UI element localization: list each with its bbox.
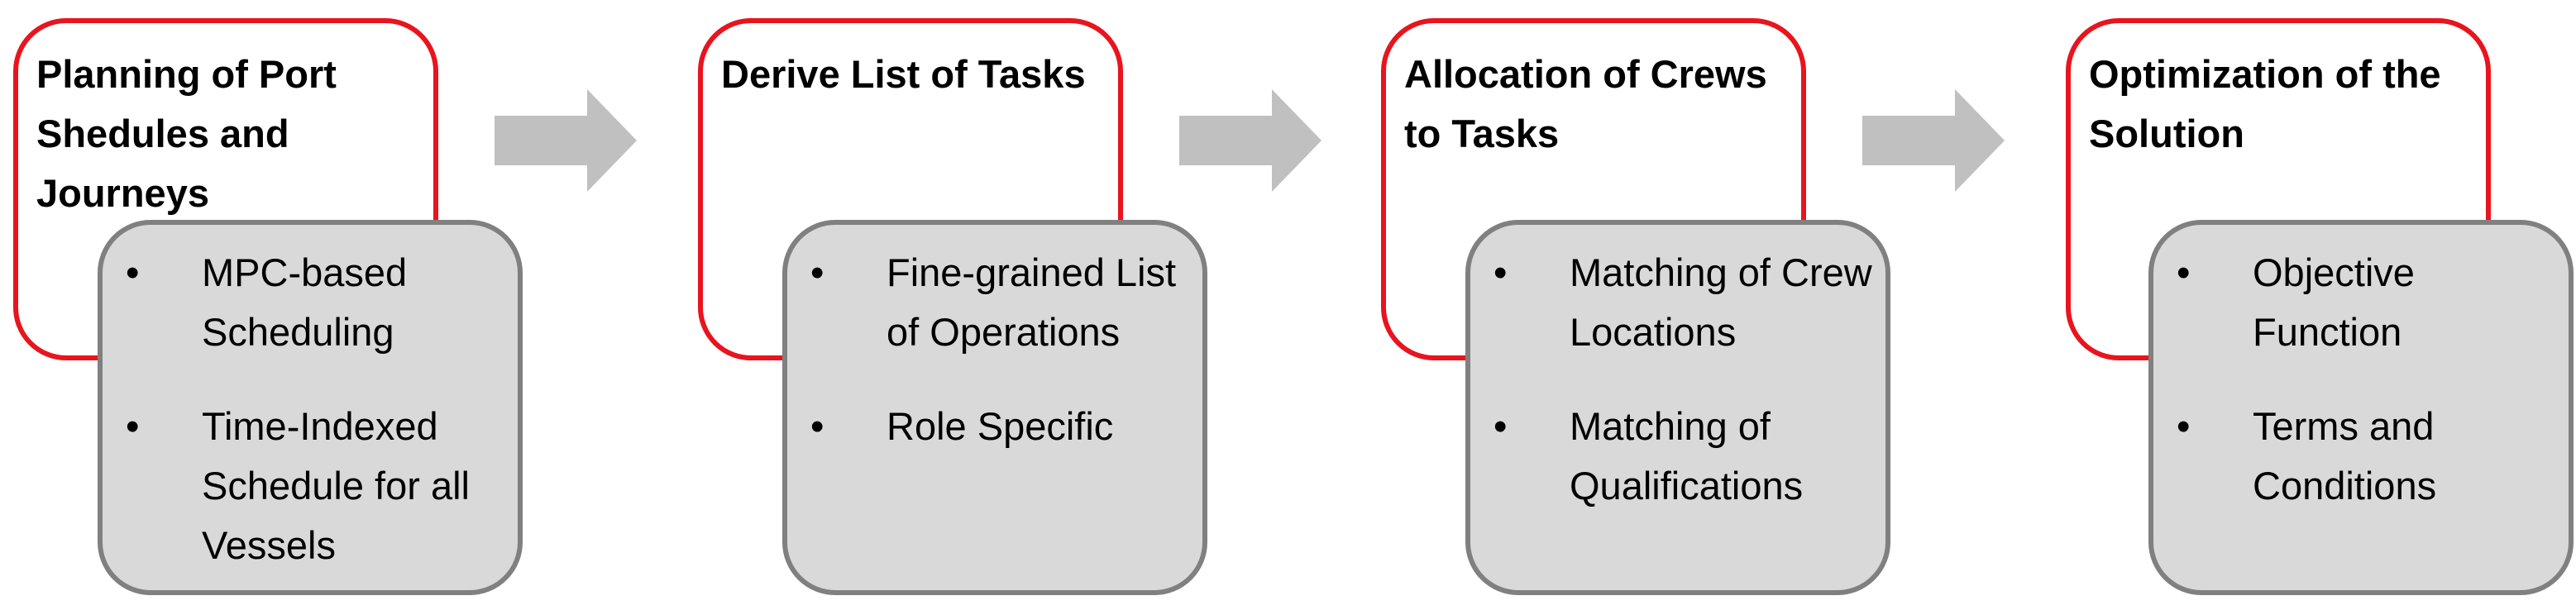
step-2-detail-item-2: • Role Specific (801, 397, 1194, 456)
arrow-right-icon (1862, 89, 2005, 192)
step-4-detail-item-2: • Terms and Conditions (2167, 397, 2560, 516)
step-2-title: Derive List of Tasks (721, 52, 1086, 96)
bullet-icon: • (126, 404, 140, 448)
bullet-icon: • (2177, 250, 2191, 294)
step-2-detail-list: • Fine-grained List of Operations • Role… (801, 243, 1194, 491)
step-1-detail-item-2: • Time-Indexed Schedule for all Vessels (116, 397, 509, 575)
step-3-title: Allocation of Crews to Tasks (1404, 52, 1767, 155)
bullet-icon: • (126, 250, 140, 294)
detail-text: Matching of Qualifications (1570, 404, 1804, 508)
detail-text: Terms and Conditions (2253, 404, 2437, 508)
detail-text: Fine-grained List of Operations (887, 250, 1177, 354)
detail-text: Matching of Crew Locations (1570, 250, 1872, 354)
detail-text: Objective Function (2253, 250, 2415, 354)
step-4-detail-box: • Objective Function • Terms and Conditi… (2148, 220, 2574, 595)
bullet-icon: • (810, 404, 824, 448)
arrow-right-icon (495, 89, 637, 192)
bullet-icon: • (1494, 250, 1508, 294)
step-1-detail-item-1: • MPC-based Scheduling (116, 243, 509, 362)
step-1-detail-box: • MPC-based Scheduling • Time-Indexed Sc… (98, 220, 523, 595)
step-1-title: Planning of Port Shedules and Journeys (36, 52, 337, 215)
step-2-detail-item-1: • Fine-grained List of Operations (801, 243, 1194, 362)
step-3-detail-list: • Matching of Crew Locations • Matching … (1484, 243, 1877, 550)
bullet-icon: • (2177, 404, 2191, 448)
step-3-detail-item-1: • Matching of Crew Locations (1484, 243, 1877, 362)
step-4-title: Optimization of the Solution (2089, 52, 2441, 155)
step-4-detail-item-1: • Objective Function (2167, 243, 2560, 362)
step-4-detail-list: • Objective Function • Terms and Conditi… (2167, 243, 2560, 550)
bullet-icon: • (1494, 404, 1508, 448)
detail-text: Role Specific (887, 404, 1114, 448)
arrow-right-icon (1179, 89, 1321, 192)
step-2-detail-box: • Fine-grained List of Operations • Role… (782, 220, 1207, 595)
detail-text: MPC-based Scheduling (202, 250, 408, 354)
step-3-detail-box: • Matching of Crew Locations • Matching … (1465, 220, 1890, 595)
detail-text: Time-Indexed Schedule for all Vessels (202, 404, 470, 567)
step-1-detail-list: • MPC-based Scheduling • Time-Indexed Sc… (116, 243, 509, 610)
step-3-detail-item-2: • Matching of Qualifications (1484, 397, 1877, 516)
bullet-icon: • (810, 250, 824, 294)
